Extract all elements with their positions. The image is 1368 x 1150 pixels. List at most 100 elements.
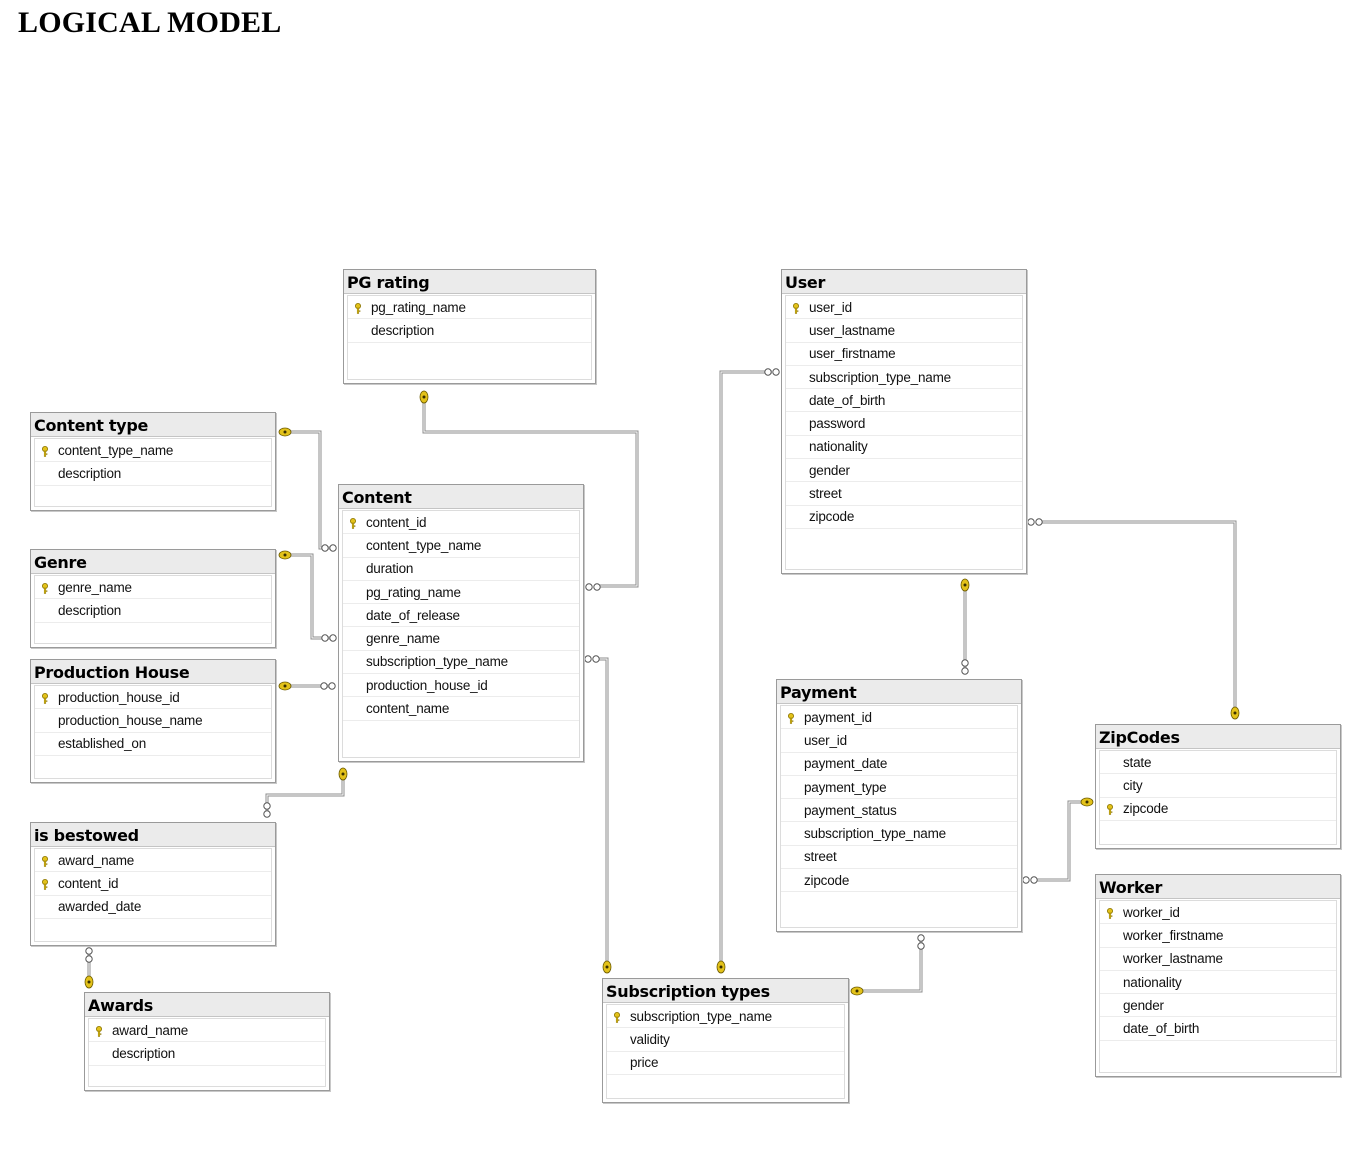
attribute-name: subscription_type_name	[804, 826, 946, 842]
attribute-row[interactable]: worker_id	[1100, 901, 1336, 925]
attribute-name: user_lastname	[809, 322, 895, 338]
attribute-row[interactable]: user_lastname	[786, 319, 1022, 343]
attribute-row[interactable]: duration	[343, 558, 579, 581]
attribute-name: established_on	[58, 736, 147, 752]
attribute-row[interactable]: nationality	[1100, 971, 1336, 995]
attribute-row[interactable]: production_house_name	[35, 709, 271, 733]
relationship-many-end-icon	[917, 934, 925, 950]
attribute-row[interactable]: description	[35, 462, 271, 486]
attribute-row[interactable]: genre_name	[35, 576, 271, 600]
attribute-row[interactable]: zipcode	[786, 506, 1022, 529]
attribute-row[interactable]: worker_firstname	[1100, 924, 1336, 948]
attribute-row[interactable]: date_of_birth	[786, 389, 1022, 413]
entity-title: Worker	[1096, 875, 1340, 899]
attribute-row[interactable]: nationality	[786, 436, 1022, 460]
attribute-name: content_id	[58, 875, 119, 891]
attribute-row[interactable]: worker_lastname	[1100, 948, 1336, 971]
attribute-row[interactable]: subscription_type_name	[607, 1005, 844, 1029]
relationship-one-end-icon	[716, 960, 726, 974]
primary-key-icon	[41, 855, 49, 867]
attribute-name: pg_rating_name	[366, 584, 461, 600]
key-cell	[781, 869, 801, 891]
attribute-row[interactable]: zipcode	[1100, 798, 1336, 821]
attribute-row[interactable]: content_type_name	[35, 439, 271, 463]
attribute-row[interactable]: subscription_type_name	[786, 366, 1022, 390]
entity-title: Content type	[31, 413, 275, 437]
attribute-row[interactable]: payment_status	[781, 799, 1017, 823]
attribute-row[interactable]: city	[1100, 774, 1336, 798]
attribute-row[interactable]: street	[781, 846, 1017, 870]
primary-key-icon	[792, 302, 800, 314]
attribute-row[interactable]: description	[89, 1042, 325, 1066]
attribute-row[interactable]: password	[786, 412, 1022, 436]
attribute-name: gender	[809, 462, 850, 478]
attribute-name: password	[809, 416, 866, 432]
primary-key-icon	[95, 1025, 103, 1037]
attribute-row[interactable]: payment_type	[781, 776, 1017, 800]
attribute-row[interactable]: payment_date	[781, 753, 1017, 776]
attribute-row[interactable]: production_house_id	[35, 686, 271, 710]
key-cell	[786, 459, 806, 481]
relationship-one-end-icon	[1230, 706, 1240, 720]
page-title: LOGICAL MODEL	[18, 6, 282, 39]
attribute-row[interactable]: pg_rating_name	[348, 296, 591, 320]
key-cell	[786, 366, 806, 388]
key-cell	[343, 604, 363, 626]
attribute-row[interactable]: user_id	[786, 296, 1022, 320]
attribute-row[interactable]: content_id	[343, 511, 579, 535]
attribute-row[interactable]: gender	[1100, 994, 1336, 1018]
attribute-row[interactable]: content_name	[343, 697, 579, 721]
attribute-row[interactable]: user_firstname	[786, 343, 1022, 366]
attribute-row[interactable]: content_type_name	[343, 534, 579, 558]
attribute-row[interactable]: subscription_type_name	[343, 651, 579, 675]
key-cell	[786, 506, 806, 528]
key-cell	[781, 822, 801, 844]
attribute-row[interactable]: award_name	[35, 849, 271, 873]
attribute-row[interactable]: date_of_birth	[1100, 1017, 1336, 1041]
attribute-name: nationality	[809, 439, 868, 455]
attribute-row[interactable]: award_name	[89, 1019, 325, 1043]
primary-key-icon	[1106, 907, 1114, 919]
attribute-row[interactable]: price	[607, 1052, 844, 1075]
rel-user-subscriptiontypes	[719, 370, 772, 970]
attribute-row[interactable]: description	[35, 599, 271, 623]
attribute-row[interactable]: date_of_release	[343, 604, 579, 628]
attribute-row[interactable]: subscription_type_name	[781, 822, 1017, 846]
attribute-row[interactable]: zipcode	[781, 869, 1017, 893]
attribute-row[interactable]: production_house_id	[343, 674, 579, 698]
attribute-row[interactable]: validity	[607, 1028, 844, 1052]
attribute-row[interactable]: user_id	[781, 729, 1017, 753]
attribute-row[interactable]: pg_rating_name	[343, 581, 579, 605]
key-cell	[343, 674, 363, 696]
key-cell	[786, 319, 806, 341]
attribute-row[interactable]: gender	[786, 459, 1022, 483]
attribute-row[interactable]: awarded_date	[35, 896, 271, 919]
attribute-row[interactable]: content_id	[35, 872, 271, 896]
attribute-row[interactable]: street	[786, 482, 1022, 506]
attribute-row[interactable]: payment_id	[781, 706, 1017, 730]
key-cell	[348, 296, 368, 318]
attribute-row[interactable]: state	[1100, 751, 1336, 775]
attribute-name: worker_id	[1123, 904, 1180, 920]
attribute-row[interactable]: description	[348, 319, 591, 343]
attribute-name: validity	[630, 1031, 670, 1047]
attribute-row[interactable]: established_on	[35, 733, 271, 756]
attribute-name: payment_type	[804, 779, 887, 795]
key-cell	[1100, 948, 1120, 970]
attribute-row[interactable]: genre_name	[343, 627, 579, 651]
key-cell	[35, 576, 55, 598]
